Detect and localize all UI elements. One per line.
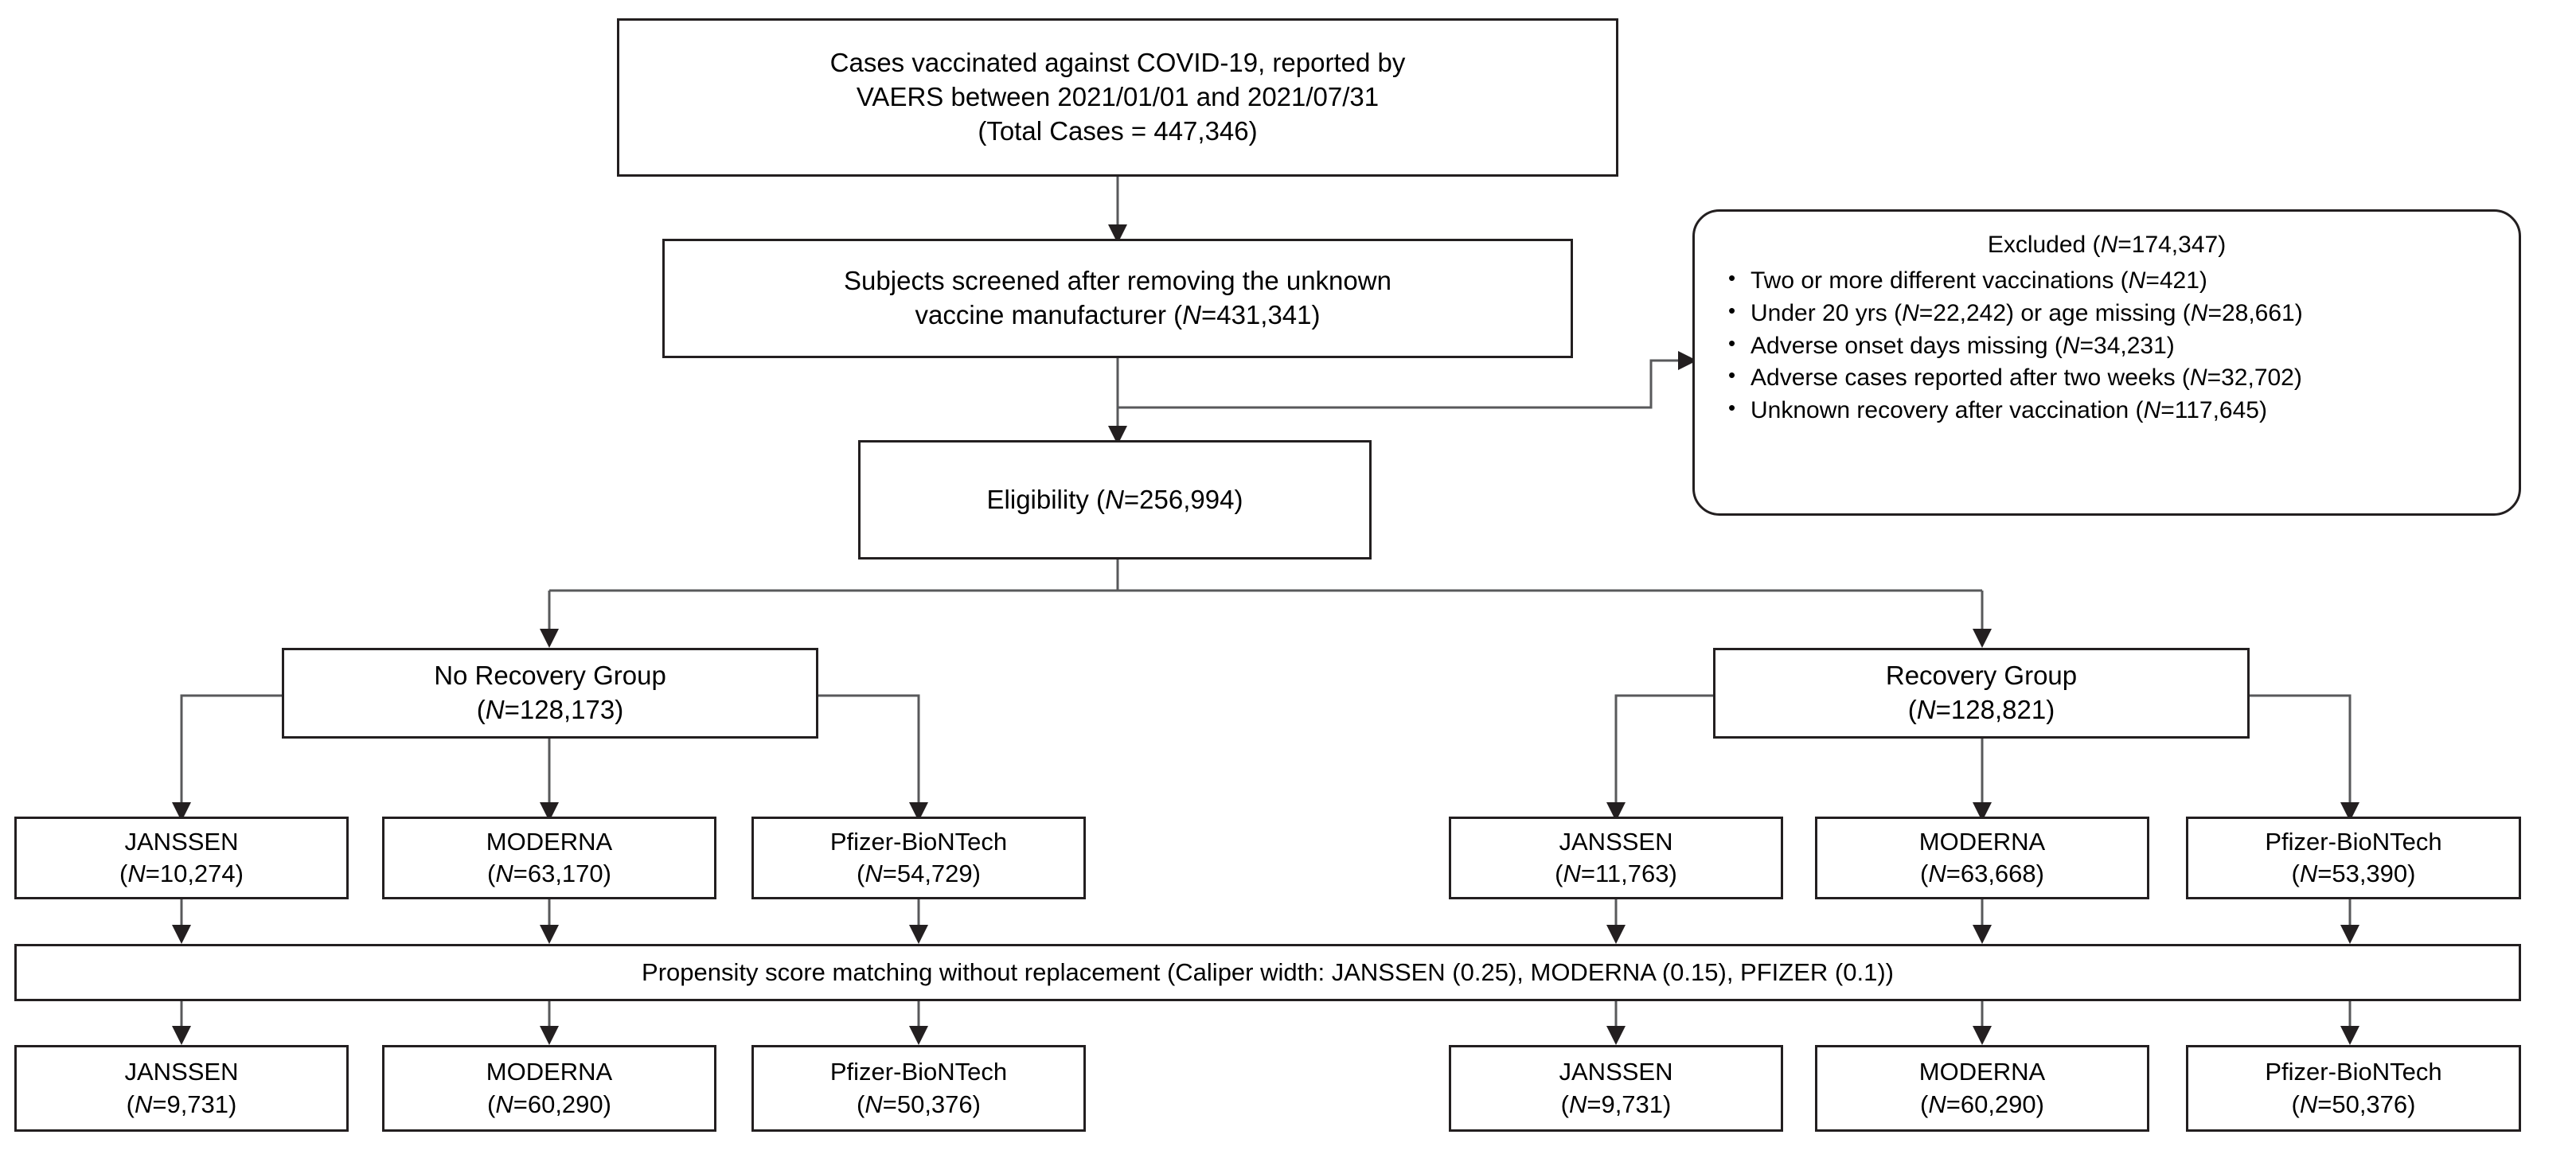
excluded-item: Adverse cases reported after two weeks (… [1719, 361, 2495, 395]
vaccine-label: MODERNA [486, 827, 613, 856]
vaccine-count: (N=60,290) [1920, 1090, 2044, 1118]
vaccine-label: Pfizer-BioNTech [829, 827, 1008, 856]
vaccine-count: (N=10,274) [119, 860, 244, 887]
screened-suffix: =431,341) [1200, 300, 1321, 329]
node-source-cases: Cases vaccinated against COVID-19, repor… [617, 18, 1618, 177]
screened-line-2: vaccine manufacturer (N=431,341) [915, 298, 1320, 333]
node-prematch-norecovery-pfizer: Pfizer-BioNTech (N=54,729) [751, 817, 1086, 899]
vaccine-label: MODERNA [1918, 1058, 2046, 1086]
node-screened: Subjects screened after removing the unk… [662, 239, 1573, 358]
node-prematch-norecovery-janssen: JANSSEN (N=10,274) [14, 817, 349, 899]
node-prematch-recovery-janssen: JANSSEN (N=11,763) [1449, 817, 1783, 899]
vaccine-count: (N=11,763) [1555, 860, 1677, 887]
vaccine-count: (N=63,668) [1920, 860, 2044, 887]
vaccine-label: JANSSEN [1559, 1058, 1673, 1086]
source-line-3: (Total Cases = 447,346) [978, 115, 1258, 146]
vaccine-label: JANSSEN [124, 1058, 239, 1086]
node-no-recovery-group: No Recovery Group (N=128,173) [282, 648, 818, 739]
recovery-count: (N=128,821) [1907, 695, 2055, 724]
recovery-label: Recovery Group [1885, 661, 2078, 691]
vaccine-count: (N=50,376) [857, 1090, 981, 1118]
node-prematch-norecovery-moderna: MODERNA (N=63,170) [382, 817, 716, 899]
node-excluded: Excluded (N=174,347) Two or more differe… [1692, 209, 2521, 516]
vaccine-count: (N=54,729) [857, 860, 981, 887]
vaccine-label: JANSSEN [124, 827, 239, 856]
vaccine-label: Pfizer-BioNTech [2265, 1058, 2442, 1086]
excluded-reason-list: Two or more different vaccinations (N=42… [1719, 264, 2495, 427]
vaccine-label: Pfizer-BioNTech [829, 1058, 1008, 1086]
node-prematch-recovery-moderna: MODERNA (N=63,668) [1815, 817, 2149, 899]
excluded-item: Unknown recovery after vaccination (N=11… [1719, 394, 2495, 427]
vaccine-count: (N=60,290) [487, 1090, 611, 1118]
vaccine-count: (N=63,170) [487, 860, 611, 887]
node-postmatch-recovery-pfizer: Pfizer-BioNTech (N=50,376) [2186, 1045, 2521, 1132]
source-line-2: VAERS between 2021/01/01 and 2021/07/31 [856, 82, 1380, 112]
vaccine-label: Pfizer-BioNTech [2265, 827, 2442, 856]
node-postmatch-norecovery-moderna: MODERNA (N=60,290) [382, 1045, 716, 1132]
excluded-item: Two or more different vaccinations (N=42… [1719, 264, 2495, 298]
vaccine-count: (N=9,731) [1560, 1090, 1672, 1118]
eligibility-label: Eligibility (N=256,994) [986, 484, 1243, 514]
node-postmatch-norecovery-janssen: JANSSEN (N=9,731) [14, 1045, 349, 1132]
excluded-item: Adverse onset days missing (N=34,231) [1719, 329, 2495, 363]
screened-line-1: Subjects screened after removing the unk… [844, 266, 1391, 296]
screened-prefix: vaccine manufacturer ( [915, 300, 1183, 329]
source-line-1: Cases vaccinated against COVID-19, repor… [829, 48, 1406, 78]
excluded-item: Under 20 yrs (N=22,242) or age missing (… [1719, 297, 2495, 330]
vaccine-label: MODERNA [1918, 827, 2046, 856]
vaccine-count: (N=9,731) [126, 1090, 237, 1118]
node-postmatch-recovery-janssen: JANSSEN (N=9,731) [1449, 1045, 1783, 1132]
node-recovery-group: Recovery Group (N=128,821) [1713, 648, 2250, 739]
propensity-text: Propensity score matching without replac… [642, 957, 1894, 986]
no-recovery-count: (N=128,173) [476, 695, 624, 724]
node-prematch-recovery-pfizer: Pfizer-BioNTech (N=53,390) [2186, 817, 2521, 899]
vaccine-label: JANSSEN [1559, 827, 1673, 856]
node-eligibility: Eligibility (N=256,994) [858, 440, 1372, 560]
vaccine-count: (N=53,390) [2291, 860, 2416, 887]
vaccine-count: (N=50,376) [2291, 1090, 2416, 1118]
no-recovery-label: No Recovery Group [434, 661, 666, 691]
screened-n-italic: N [1182, 300, 1201, 329]
node-propensity-score-matching: Propensity score matching without replac… [14, 944, 2521, 1001]
node-postmatch-norecovery-pfizer: Pfizer-BioNTech (N=50,376) [751, 1045, 1086, 1132]
excluded-title: Excluded (N=174,347) [1987, 232, 2227, 258]
node-postmatch-recovery-moderna: MODERNA (N=60,290) [1815, 1045, 2149, 1132]
vaccine-label: MODERNA [486, 1058, 613, 1086]
